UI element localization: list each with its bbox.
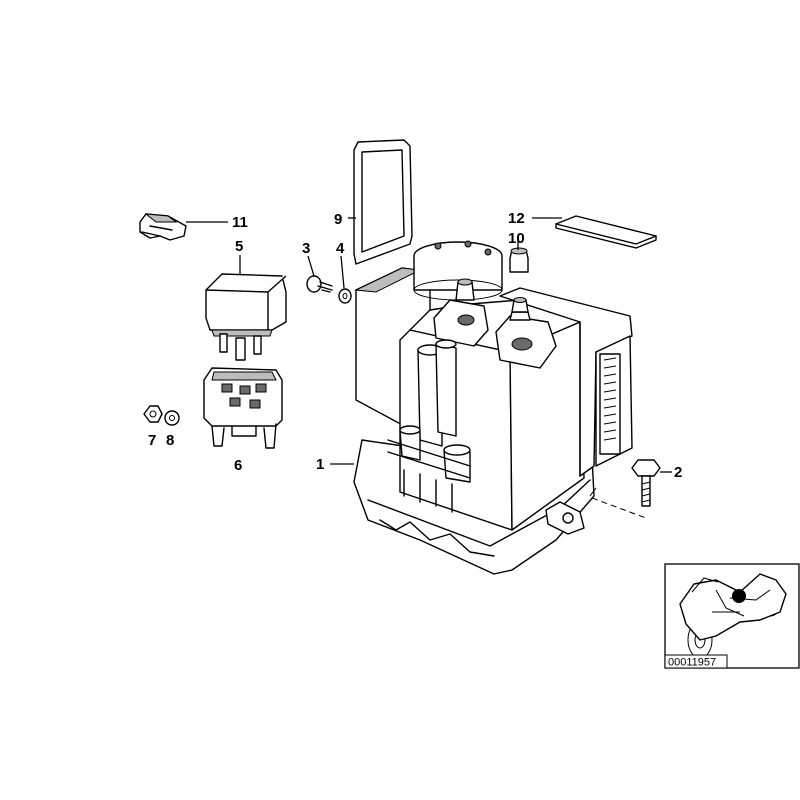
part-12-plate[interactable] [555, 215, 657, 249]
part-3-screw[interactable] [306, 275, 333, 293]
part-7-nut[interactable] [143, 405, 163, 423]
part-4-washer[interactable] [338, 288, 352, 304]
part-9-gasket[interactable] [353, 139, 413, 265]
callout-3: 3 [302, 240, 310, 257]
callout-12: 12 [508, 210, 525, 227]
document-number: 00011957 [668, 657, 716, 669]
callout-5: 5 [235, 238, 243, 255]
callout-8: 8 [166, 432, 174, 449]
part-11-clip[interactable] [139, 213, 187, 241]
part-2-bolt[interactable] [631, 459, 661, 507]
doc-number-box [664, 654, 728, 669]
callout-1: 1 [316, 456, 324, 473]
part-6-relay-socket[interactable] [203, 367, 283, 449]
callout-2: 2 [674, 464, 682, 481]
part-10-cap[interactable] [509, 247, 529, 273]
part-1-abs-modulator[interactable] [353, 240, 633, 575]
callout-labels: 1 2 3 4 5 6 7 8 9 10 11 12 [148, 210, 682, 481]
callout-10: 10 [508, 230, 525, 247]
callout-9: 9 [334, 211, 342, 228]
location-marker [732, 589, 746, 603]
leader-lines [186, 217, 672, 473]
callout-4: 4 [336, 240, 345, 257]
assembly-line-part-2 [591, 497, 647, 519]
part-8-washer[interactable] [164, 410, 180, 426]
callout-6: 6 [234, 457, 242, 474]
callout-11: 11 [232, 214, 248, 231]
callout-7: 7 [148, 432, 156, 449]
locator-inset: 00011957 [664, 563, 800, 669]
part-5-relay[interactable] [205, 273, 287, 361]
